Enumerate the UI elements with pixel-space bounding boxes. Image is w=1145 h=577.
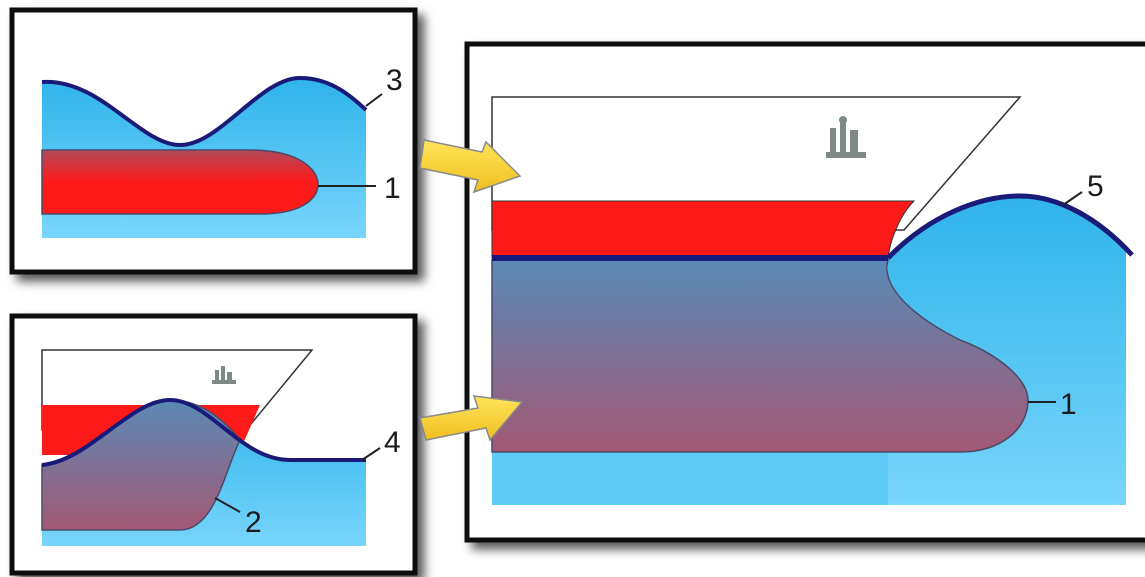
panel-bottom-left: 4 2 [12,316,415,573]
panel-right: 5 1 [467,44,1145,540]
bulbous-bow [42,150,318,214]
callout-label: 1 [384,172,401,205]
callout-label: 3 [386,64,403,97]
callout-label: 5 [1087,170,1104,203]
callout-label: 2 [245,506,262,539]
panel-top-left: 3 1 [12,10,415,272]
callout-label: 4 [384,426,401,459]
callout-label: 1 [1060,388,1077,421]
red-hull-band [492,201,914,258]
